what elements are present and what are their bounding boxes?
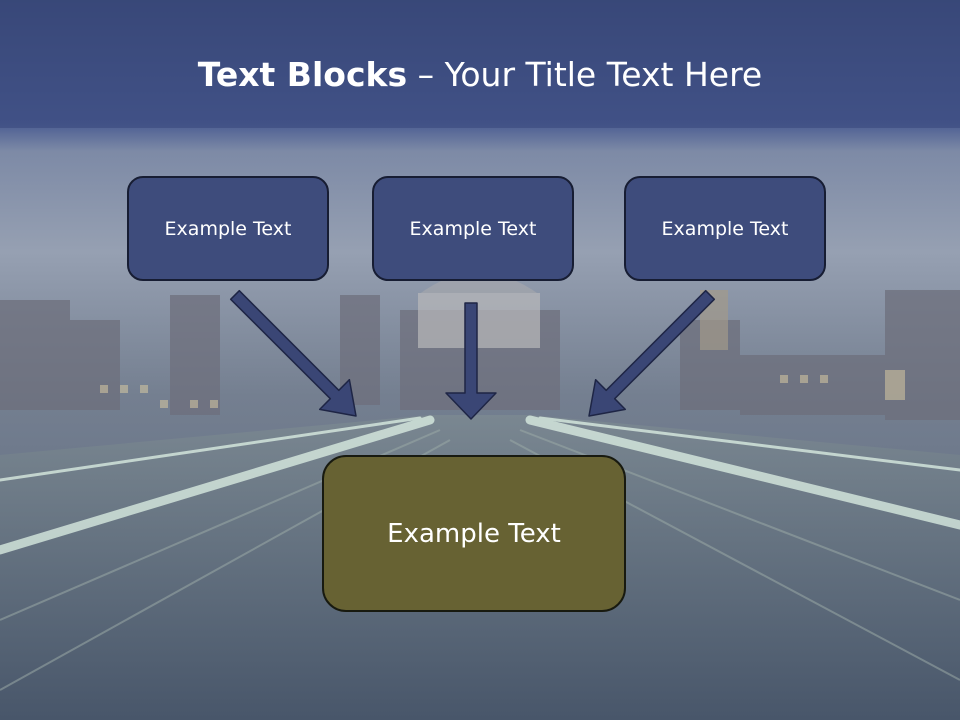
arrow-down-right (229, 289, 357, 417)
title-dash: – (407, 55, 445, 94)
text-block-top-right: Example Text (624, 176, 826, 281)
arrow-down-left (588, 289, 716, 417)
text-block-main: Example Text (322, 455, 626, 612)
title-rest: Your Title Text Here (444, 55, 763, 94)
title-bold-part: Text Blocks (197, 55, 408, 94)
text-block-top-left: Example Text (127, 176, 329, 281)
text-block-top-center: Example Text (372, 176, 574, 281)
arrow-down (445, 302, 497, 420)
slide-title: Text Blocks – Your Title Text Here (0, 52, 960, 98)
